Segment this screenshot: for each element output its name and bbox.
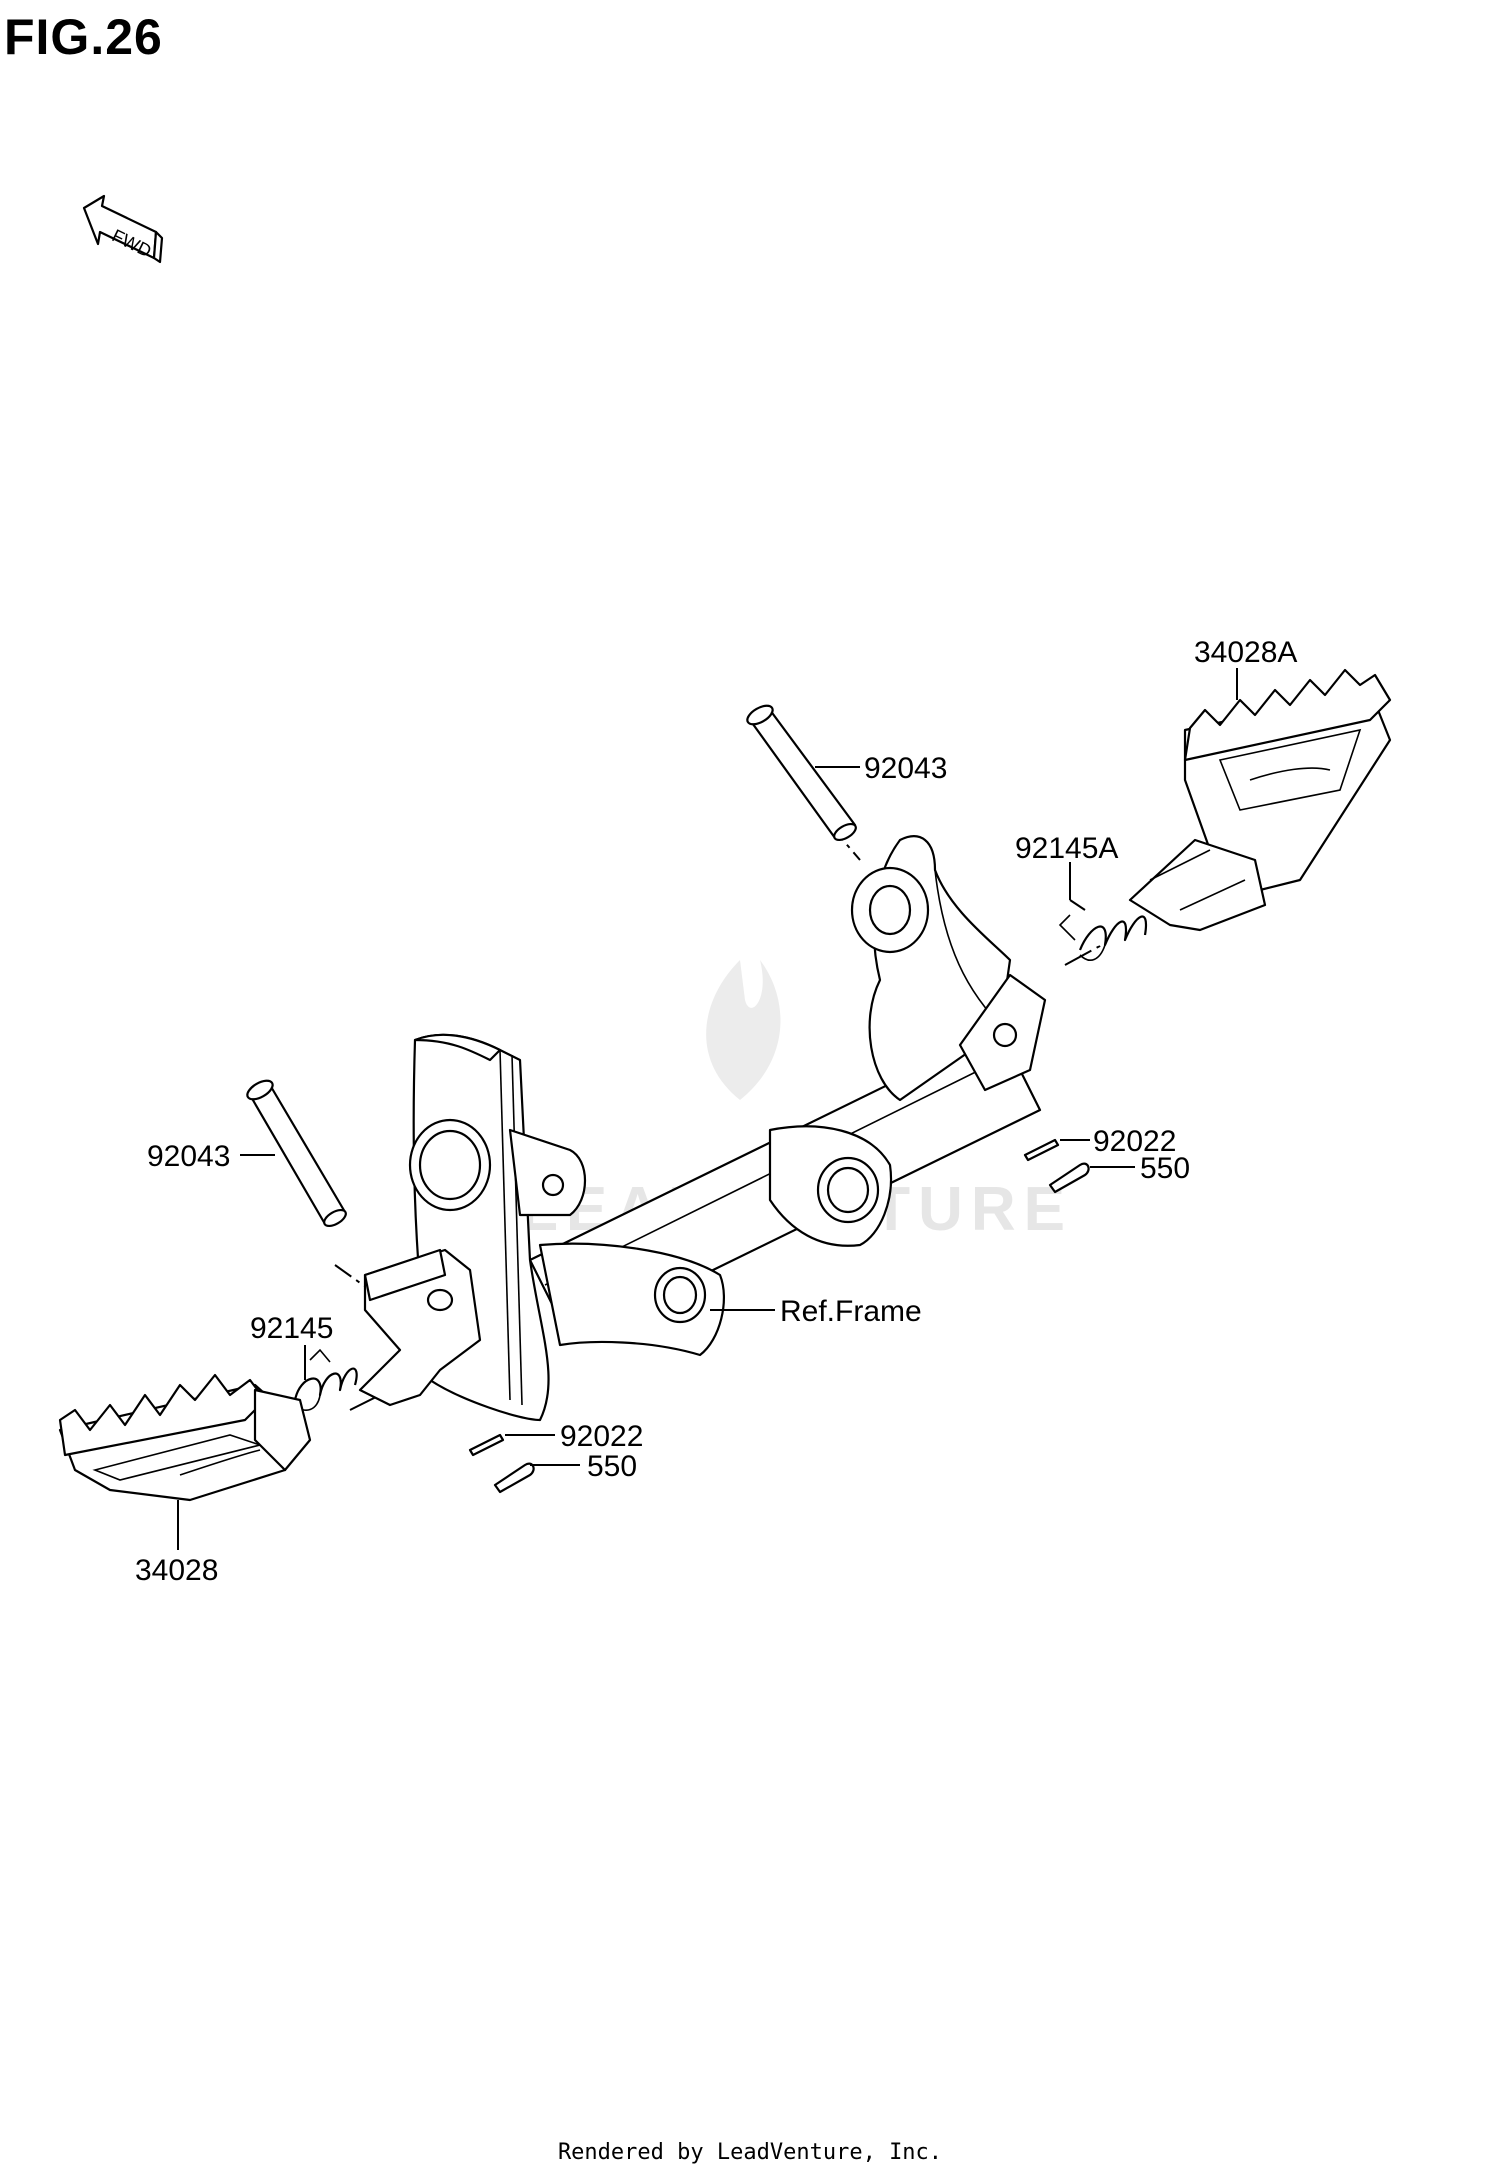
- footpeg-left: [58, 1373, 312, 1502]
- callout-spring-left: 92145: [250, 1312, 333, 1345]
- spring-right: [1058, 914, 1148, 961]
- footer-credit: Rendered by LeadVenture, Inc.: [557, 2140, 943, 2165]
- callout-footpeg-left: 34028: [135, 1554, 218, 1587]
- frame: [408, 835, 1047, 1422]
- figure-title: FIG.26: [4, 9, 163, 65]
- callout-footpeg-right: 34028A: [1194, 636, 1297, 669]
- fwd-arrow-icon: FWD: [82, 194, 164, 264]
- callout-spring-right: 92145A: [1015, 832, 1118, 865]
- watermark-flame-icon: [706, 960, 781, 1100]
- pin-left: [246, 1079, 347, 1228]
- pin-right: [746, 704, 857, 842]
- callout-frame-ref: Ref.Frame: [780, 1295, 922, 1328]
- callout-washer-right: 92022: [1093, 1125, 1176, 1158]
- washer-right: [1023, 1138, 1060, 1162]
- callout-washer-left: 92022: [560, 1420, 643, 1453]
- cotter-pin-left: [493, 1462, 535, 1494]
- cotter-pin-right: [1048, 1162, 1090, 1194]
- callout-pin-left: 92043: [147, 1140, 230, 1173]
- footpeg-right: [1128, 668, 1392, 932]
- footpeg-bracket-left: [358, 1248, 482, 1407]
- callout-cotter-right: 550: [1140, 1152, 1190, 1185]
- callout-pin-right: 92043: [864, 752, 947, 785]
- callout-cotter-left: 550: [587, 1450, 637, 1483]
- washer-left: [468, 1433, 505, 1457]
- leader-lines: [177, 668, 1238, 1550]
